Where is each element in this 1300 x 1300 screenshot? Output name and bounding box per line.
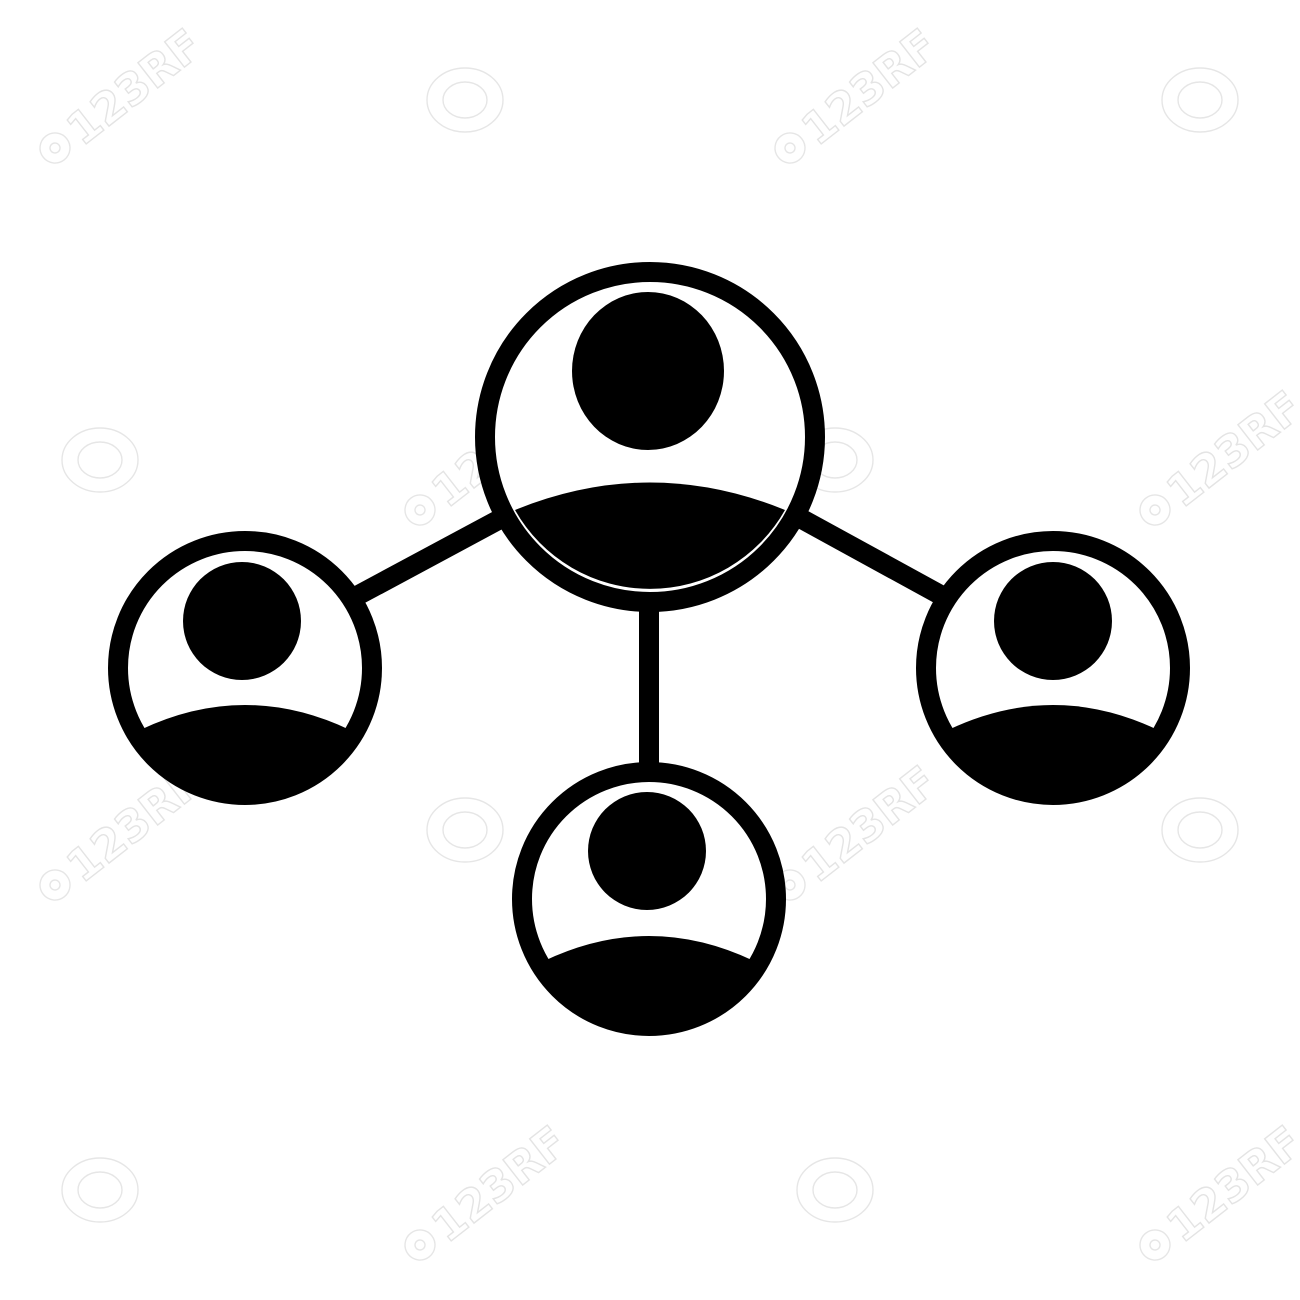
watermark-logo <box>27 18 213 180</box>
watermark-emblem <box>1161 797 1239 863</box>
connector-line-left <box>348 509 507 607</box>
person-node-center <box>475 262 825 612</box>
person-node-left <box>108 531 382 805</box>
watermark-emblem <box>426 797 504 863</box>
connector-line-right <box>795 509 951 607</box>
person-head-icon <box>994 562 1112 680</box>
person-body-icon <box>544 936 754 1027</box>
watermark-logo <box>1127 1115 1300 1277</box>
person-node-bottom <box>512 762 786 1036</box>
connector-lines <box>348 509 951 773</box>
person-head-icon <box>588 792 706 910</box>
person-body-icon <box>948 705 1158 796</box>
watermark-emblem <box>61 1157 139 1223</box>
watermark-logo <box>392 1115 578 1277</box>
person-node-right <box>916 531 1190 805</box>
watermark-logo <box>1127 380 1300 542</box>
person-body-icon <box>140 705 350 796</box>
watermark-emblem <box>796 1157 874 1223</box>
watermark-logo <box>762 18 948 180</box>
watermark-emblem <box>61 427 139 493</box>
watermark-emblem <box>426 67 504 133</box>
person-body-icon <box>515 482 785 589</box>
watermark-logo <box>762 755 948 917</box>
person-head-icon <box>572 292 724 450</box>
person-head-icon <box>183 562 301 680</box>
watermark-emblem <box>1161 67 1239 133</box>
